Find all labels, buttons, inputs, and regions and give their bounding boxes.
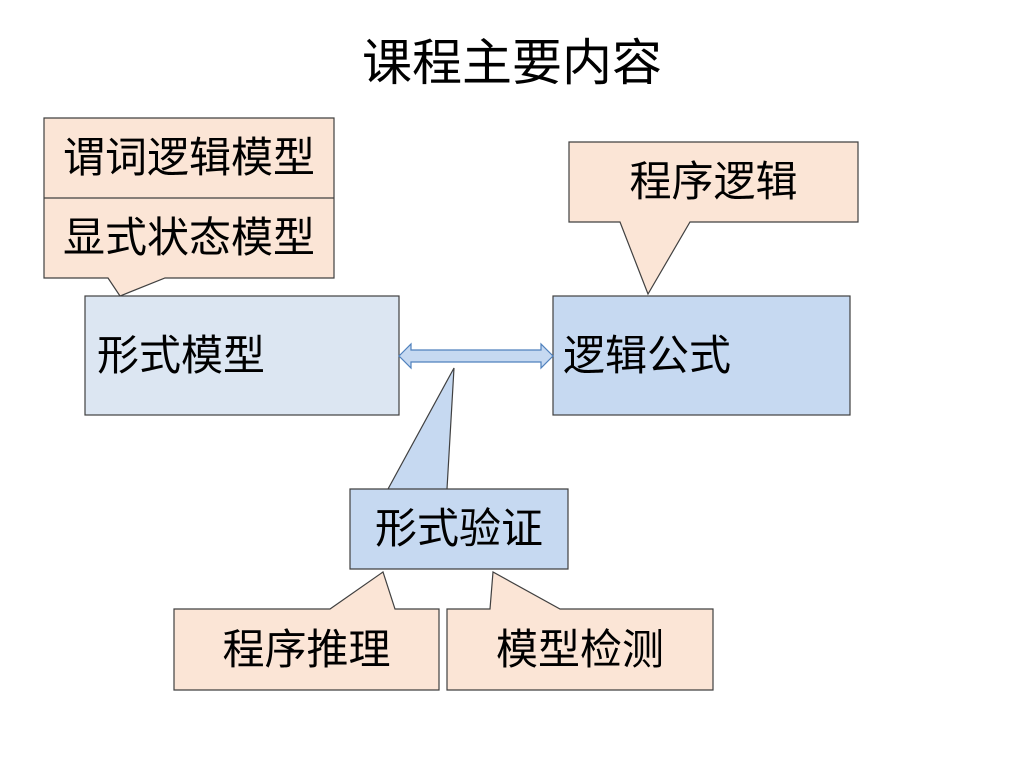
program-logic-label: 程序逻辑 <box>629 157 798 206</box>
predicate-logic-model-label: 谓词逻辑模型 <box>62 133 315 182</box>
callout-formal-verification-shape <box>349 367 569 570</box>
page-title: 课程主要内容 <box>362 34 662 92</box>
formal-model-label: 形式模型 <box>97 330 266 380</box>
model-checking-label: 模型检测 <box>495 624 664 674</box>
program-reasoning-label: 程序推理 <box>222 624 391 674</box>
double-arrow <box>398 342 554 370</box>
callout-program-logic-shape <box>568 141 859 296</box>
explicit-state-model-label: 显式状态模型 <box>62 213 315 262</box>
logic-formula-label: 逻辑公式 <box>563 330 732 380</box>
logic-formula-box <box>552 295 851 416</box>
callout-model-checking-shape <box>446 571 714 691</box>
formal-verification-label: 形式验证 <box>374 504 543 553</box>
callout-model-types-shape <box>43 117 335 297</box>
callout-program-reasoning-shape <box>173 571 440 691</box>
